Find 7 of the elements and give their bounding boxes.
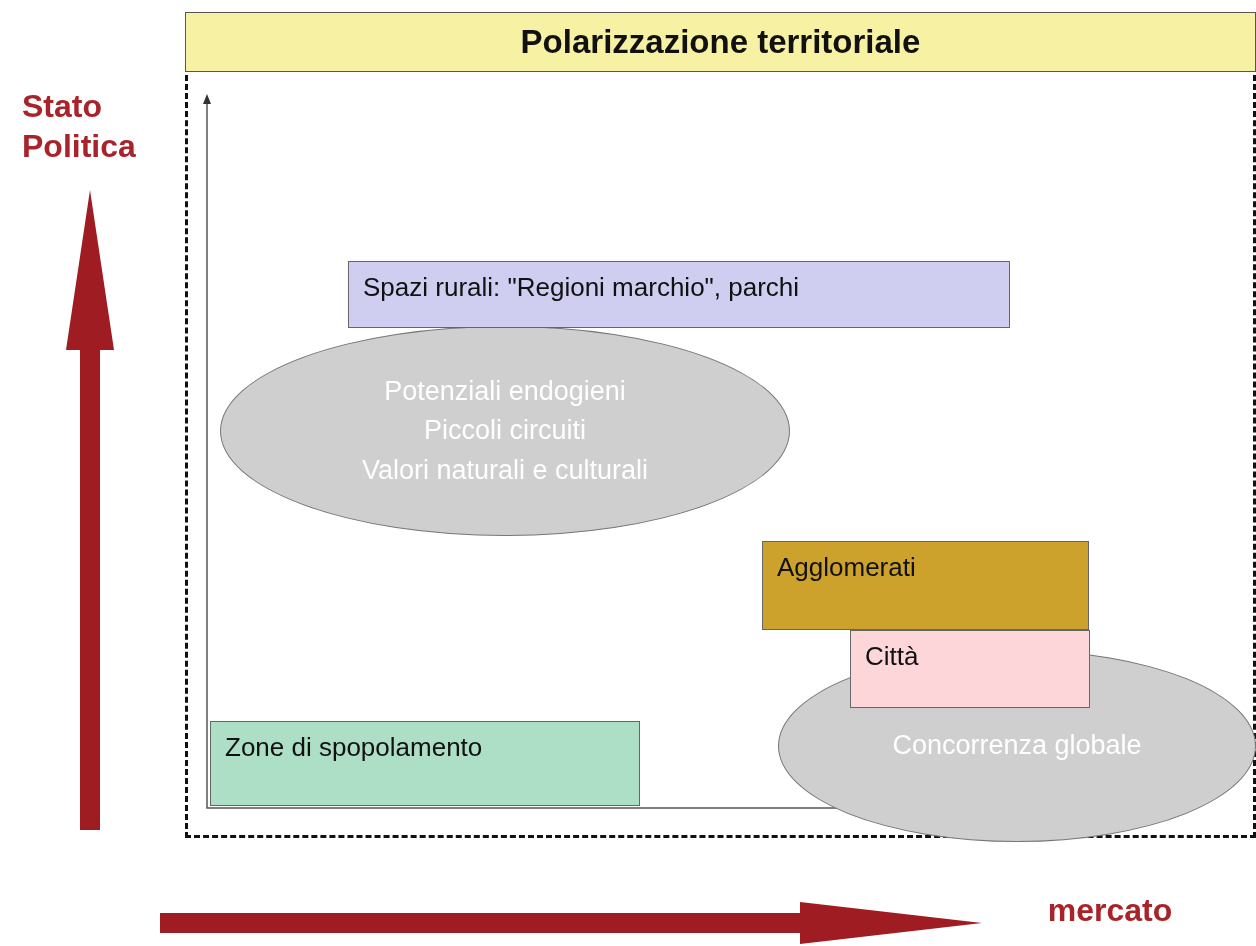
axis-label: mercato <box>1046 891 1174 930</box>
axis-label: Stato Politica <box>22 87 137 166</box>
category-box: Città <box>850 630 1090 708</box>
category-box: Spazi rurali: "Regioni marchio", parchi <box>348 261 1010 328</box>
heading-band: Polarizzazione territoriale <box>185 12 1256 72</box>
category-box: Agglomerati <box>762 541 1089 630</box>
category-box: Zone di spopolamento <box>210 721 640 806</box>
